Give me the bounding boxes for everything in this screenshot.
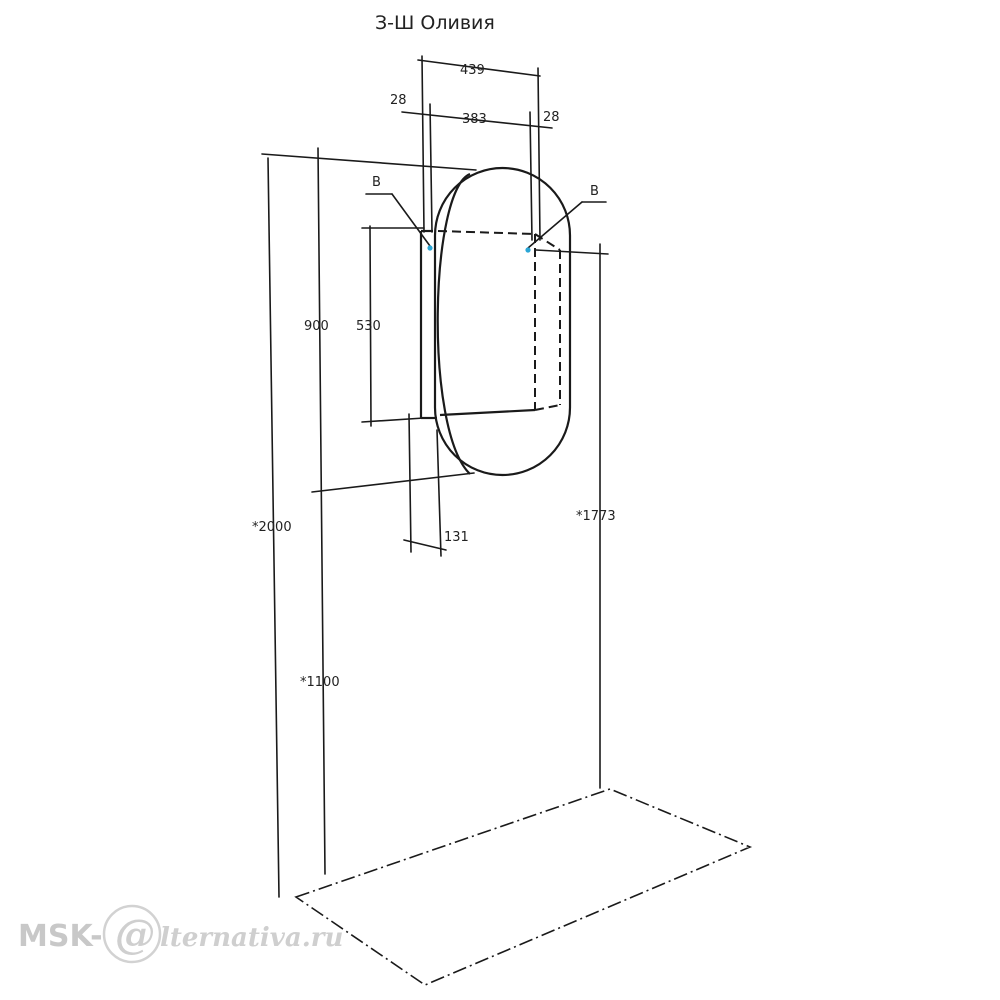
- cabinet-hidden-top-depth: [534, 233, 561, 251]
- mount-point-right: [525, 247, 531, 253]
- dim-line-530: [369, 225, 372, 427]
- leader-b-right: [527, 201, 583, 249]
- cabinet-hidden-top: [437, 230, 536, 235]
- watermark: MSK- @ lternativa.ru: [18, 904, 343, 964]
- dim-text-383: 383: [462, 112, 487, 127]
- dim-text-439: 439: [460, 63, 485, 78]
- watermark-symbol: @: [115, 911, 155, 958]
- ext-line-left-inner: [429, 103, 433, 233]
- ext-line-right-inner: [529, 111, 533, 241]
- ext-line-mirror-bottom: [311, 472, 475, 493]
- ext-line-mount-right: [535, 249, 609, 255]
- dim-text-28-left: 28: [390, 93, 407, 108]
- watermark-suffix: lternativa.ru: [160, 923, 343, 953]
- ext-line-top: [261, 153, 477, 171]
- dim-line-131: [403, 539, 447, 551]
- dim-text-1100: *1100: [300, 675, 340, 690]
- dim-text-530: 530: [356, 319, 381, 334]
- mirror-edge-thickness: [436, 172, 471, 475]
- watermark-prefix: MSK-: [18, 919, 103, 954]
- dim-line-900-1100: [317, 147, 326, 875]
- ext-line-cabinet-bottom: [361, 417, 425, 423]
- dim-text-1773: *1773: [576, 509, 616, 524]
- mirror-oval: [433, 166, 572, 477]
- label-b-left: B: [372, 175, 381, 190]
- dim-text-28-right: 28: [543, 110, 560, 125]
- dim-text-900: 900: [304, 319, 329, 334]
- dim-line-383: [401, 111, 553, 129]
- dim-line-439: [417, 59, 541, 77]
- ext-line-depth-right: [436, 429, 442, 557]
- leader-b-left: [391, 193, 431, 247]
- watermark-ring-icon: [102, 904, 162, 964]
- dim-text-2000: *2000: [252, 520, 292, 535]
- cabinet-bottom-edge: [439, 408, 536, 417]
- drawing-title: З-Ш Оливия: [375, 12, 495, 34]
- ext-line-left-outer: [421, 55, 425, 233]
- dim-line-2000: [267, 157, 280, 898]
- label-b-right: B: [590, 184, 599, 199]
- floor-plane: [294, 788, 753, 986]
- ext-line-right-outer: [537, 67, 541, 241]
- cabinet-hidden-bottom-depth: [534, 404, 561, 411]
- mount-point-left: [427, 245, 433, 251]
- dim-text-131: 131: [444, 530, 469, 545]
- ext-line-depth-left: [408, 413, 412, 553]
